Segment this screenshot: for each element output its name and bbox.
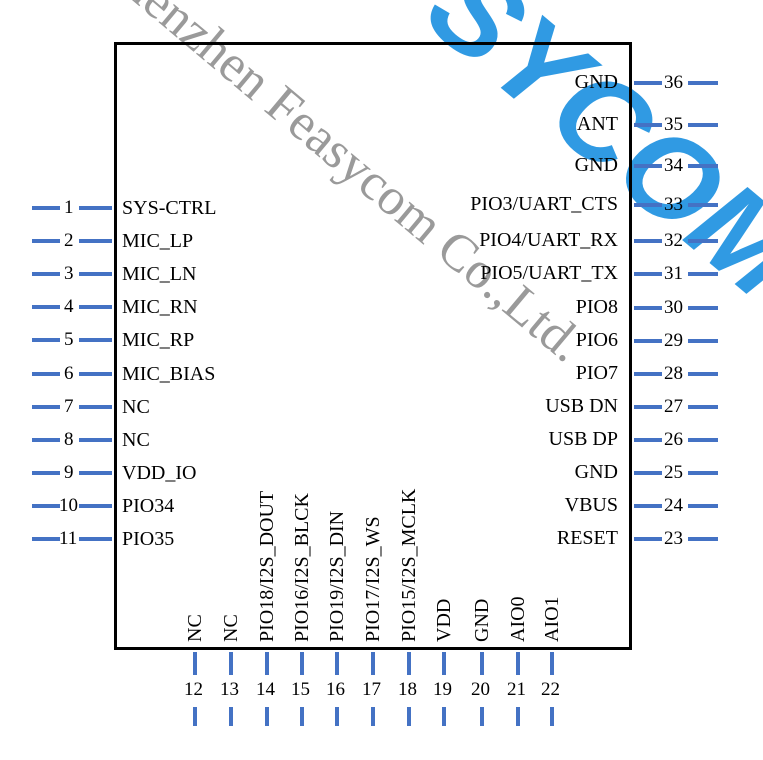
pin-number: 28 — [664, 363, 683, 384]
pin-number: 10 — [59, 495, 78, 516]
pin-number: 4 — [64, 296, 74, 317]
pin-name: VDD — [433, 598, 455, 642]
pin-name: PIO16/I2S_BLCK — [291, 493, 313, 642]
pin-number: 7 — [64, 396, 74, 417]
pin-number: 19 — [433, 679, 452, 700]
pin-name: PIO4/UART_RX — [479, 229, 618, 251]
pin-number: 22 — [541, 679, 560, 700]
pin-name: USB DN — [545, 395, 618, 417]
pin-name: GND — [574, 461, 618, 483]
pin-name: PIO35 — [122, 528, 175, 550]
pin-number: 3 — [64, 263, 74, 284]
pin-number: 25 — [664, 462, 683, 483]
pin-name: PIO19/I2S_DIN — [326, 510, 348, 642]
pin-name: VBUS — [564, 494, 618, 516]
pin-number: 9 — [64, 462, 74, 483]
pin-number: 11 — [59, 528, 78, 549]
pin-number: 1 — [64, 197, 74, 218]
pin-number: 13 — [220, 679, 239, 700]
pin-number: 26 — [664, 429, 683, 450]
pin-number: 23 — [664, 528, 683, 549]
pin-name: GND — [574, 154, 618, 176]
pin-number: 34 — [664, 155, 683, 176]
pin-name: PIO3/UART_CTS — [470, 193, 618, 215]
pin-number: 17 — [362, 679, 381, 700]
pin-number: 35 — [664, 114, 683, 135]
pin-name: PIO17/I2S_WS — [362, 516, 384, 642]
pin-name: PIO34 — [122, 495, 175, 517]
pin-name: PIO15/I2S_MCLK — [398, 488, 420, 642]
pin-name: RESET — [556, 527, 618, 549]
pin-number: 6 — [64, 363, 74, 384]
pin-number: 29 — [664, 330, 683, 351]
chip-body — [114, 42, 632, 650]
pin-name: PIO18/I2S_DOUT — [256, 490, 278, 642]
pin-name: PIO8 — [575, 296, 618, 318]
pin-number: 15 — [291, 679, 310, 700]
pin-name: AIO0 — [507, 596, 529, 642]
pin-name: ANT — [576, 113, 618, 135]
pin-number: 5 — [64, 329, 74, 350]
pin-number: 12 — [184, 679, 203, 700]
pin-name: VDD_IO — [122, 462, 197, 484]
pin-number: 27 — [664, 396, 683, 417]
pin-number: 32 — [664, 230, 683, 251]
pin-number: 20 — [471, 679, 490, 700]
pin-number: 21 — [507, 679, 526, 700]
pin-name: GND — [471, 598, 493, 642]
pin-name: PIO6 — [575, 329, 618, 351]
pin-name: NC — [184, 614, 206, 642]
pin-number: 24 — [664, 495, 683, 516]
pin-number: 16 — [326, 679, 345, 700]
pin-number: 8 — [64, 429, 74, 450]
pin-number: 36 — [664, 72, 683, 93]
pin-name: USB DP — [548, 428, 618, 450]
pin-number: 18 — [398, 679, 417, 700]
pin-name: PIO7 — [575, 362, 618, 384]
pin-number: 2 — [64, 230, 74, 251]
pin-name: GND — [574, 71, 618, 93]
pin-name: MIC_LP — [122, 230, 194, 252]
pin-name: NC — [122, 429, 150, 451]
pin-name: MIC_LN — [122, 263, 197, 285]
pin-name: AIO1 — [541, 596, 563, 642]
pin-name: NC — [220, 614, 242, 642]
pin-number: 33 — [664, 194, 683, 215]
pin-name: SYS-CTRL — [122, 197, 217, 219]
pin-name: MIC_RN — [122, 296, 198, 318]
pin-name: NC — [122, 396, 150, 418]
pin-name: PIO5/UART_TX — [480, 262, 618, 284]
pin-number: 31 — [664, 263, 683, 284]
pin-number: 30 — [664, 297, 683, 318]
pin-name: MIC_BIAS — [122, 363, 216, 385]
pin-name: MIC_RP — [122, 329, 195, 351]
pin-number: 14 — [256, 679, 275, 700]
